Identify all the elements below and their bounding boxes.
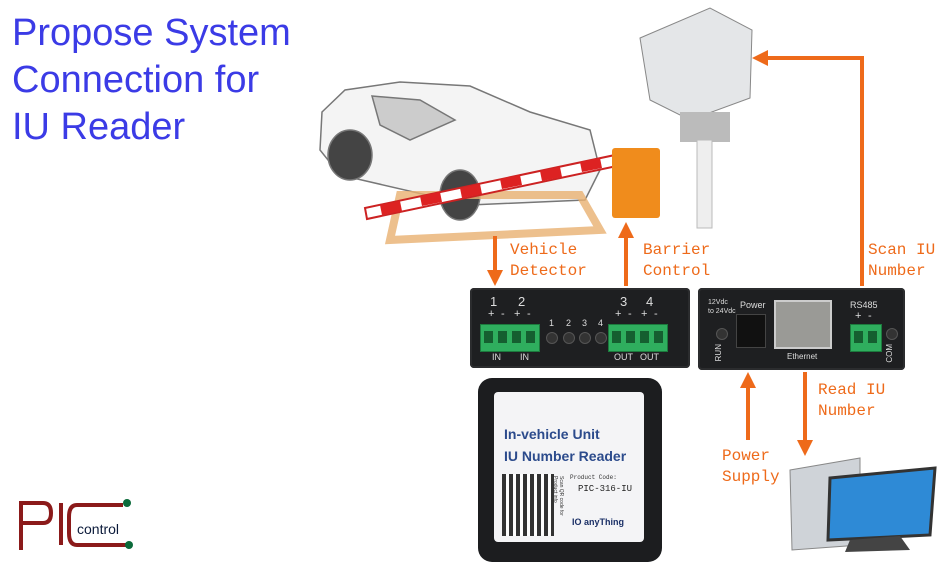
brand-logo: IO anyThing bbox=[572, 517, 625, 527]
power-supply-label: Power Supply bbox=[722, 447, 780, 486]
product-code: PIC-316-IU bbox=[578, 484, 633, 494]
com-label: COM bbox=[885, 344, 894, 363]
com-led bbox=[886, 328, 898, 340]
polarity-label: + bbox=[514, 308, 521, 320]
reader-panel: 12Vdc to 24Vdc Power Ethernet RS485 + - … bbox=[698, 288, 905, 370]
computer-illustration bbox=[789, 457, 937, 552]
led-label: 3 bbox=[582, 318, 588, 328]
led-indicator bbox=[546, 332, 558, 344]
vehicle-detector-label: Vehicle Detector bbox=[510, 241, 587, 280]
led-label: 2 bbox=[566, 318, 572, 328]
polarity-label: - bbox=[628, 308, 632, 320]
power-jack bbox=[736, 314, 766, 348]
barrier-control-label: Barrier Control bbox=[643, 241, 711, 280]
channel-label: 1 bbox=[490, 294, 498, 309]
detection-loop bbox=[384, 191, 607, 245]
in-label: IN bbox=[492, 352, 501, 362]
polarity-label: - bbox=[868, 310, 872, 322]
led-indicator bbox=[579, 332, 591, 344]
product-line1: In-vehicle Unit bbox=[504, 426, 600, 442]
led-label: 4 bbox=[598, 318, 604, 328]
channel-label: 3 bbox=[620, 294, 628, 309]
connection-arrows bbox=[487, 50, 864, 456]
ethernet-port bbox=[774, 300, 832, 349]
read-iu-label: Read IU Number bbox=[818, 381, 886, 420]
product-line2: IU Number Reader bbox=[504, 448, 627, 464]
barrier-gate bbox=[612, 148, 660, 218]
polarity-label: - bbox=[501, 308, 505, 320]
polarity-label: + bbox=[615, 308, 622, 320]
iu-reader-product-box: In-vehicle Unit IU Number Reader Product… bbox=[478, 378, 662, 562]
rs485-terminal bbox=[850, 324, 882, 352]
polarity-label: - bbox=[527, 308, 531, 320]
qr-code bbox=[502, 474, 554, 536]
logo-mark bbox=[19, 499, 133, 550]
output-terminal bbox=[608, 324, 668, 352]
title-line: IU Reader bbox=[12, 106, 186, 148]
input-terminal bbox=[480, 324, 540, 352]
qr-note: Scan QR code for Product info bbox=[552, 476, 564, 516]
title-line: Connection for bbox=[12, 59, 260, 101]
polarity-label: + bbox=[488, 308, 495, 320]
voltage-label: 12Vdc to 24Vdc bbox=[708, 299, 736, 315]
polarity-label: + bbox=[641, 308, 648, 320]
channel-label: 2 bbox=[518, 294, 526, 309]
polarity-label: - bbox=[654, 308, 658, 320]
reader-antenna bbox=[639, 7, 753, 229]
rs485-label: RS485 bbox=[850, 300, 878, 310]
led-label: 1 bbox=[549, 318, 555, 328]
title-line: Propose System bbox=[12, 12, 291, 54]
scan-iu-label: Scan IU Number bbox=[868, 241, 936, 280]
run-label: RUN bbox=[714, 344, 723, 362]
in-label: IN bbox=[520, 352, 529, 362]
led-indicator bbox=[563, 332, 575, 344]
out-label: OUT bbox=[614, 352, 633, 362]
io-controller-panel: 1 2 3 4 + - + - 1 2 3 4 + - + - IN IN OU… bbox=[470, 288, 690, 368]
polarity-label: + bbox=[855, 310, 862, 322]
product-label: In-vehicle Unit IU Number Reader Product… bbox=[494, 392, 644, 542]
product-code-label: Product Code: bbox=[570, 474, 617, 481]
led-indicator bbox=[595, 332, 607, 344]
diagram-title: Propose System Connection for IU Reader bbox=[12, 10, 291, 151]
logo-text: control bbox=[77, 521, 120, 537]
ethernet-label: Ethernet bbox=[787, 352, 818, 361]
channel-label: 4 bbox=[646, 294, 654, 309]
pic-control-logo: control bbox=[15, 495, 140, 555]
power-label: Power bbox=[740, 300, 766, 310]
run-led bbox=[716, 328, 728, 340]
out-label: OUT bbox=[640, 352, 659, 362]
